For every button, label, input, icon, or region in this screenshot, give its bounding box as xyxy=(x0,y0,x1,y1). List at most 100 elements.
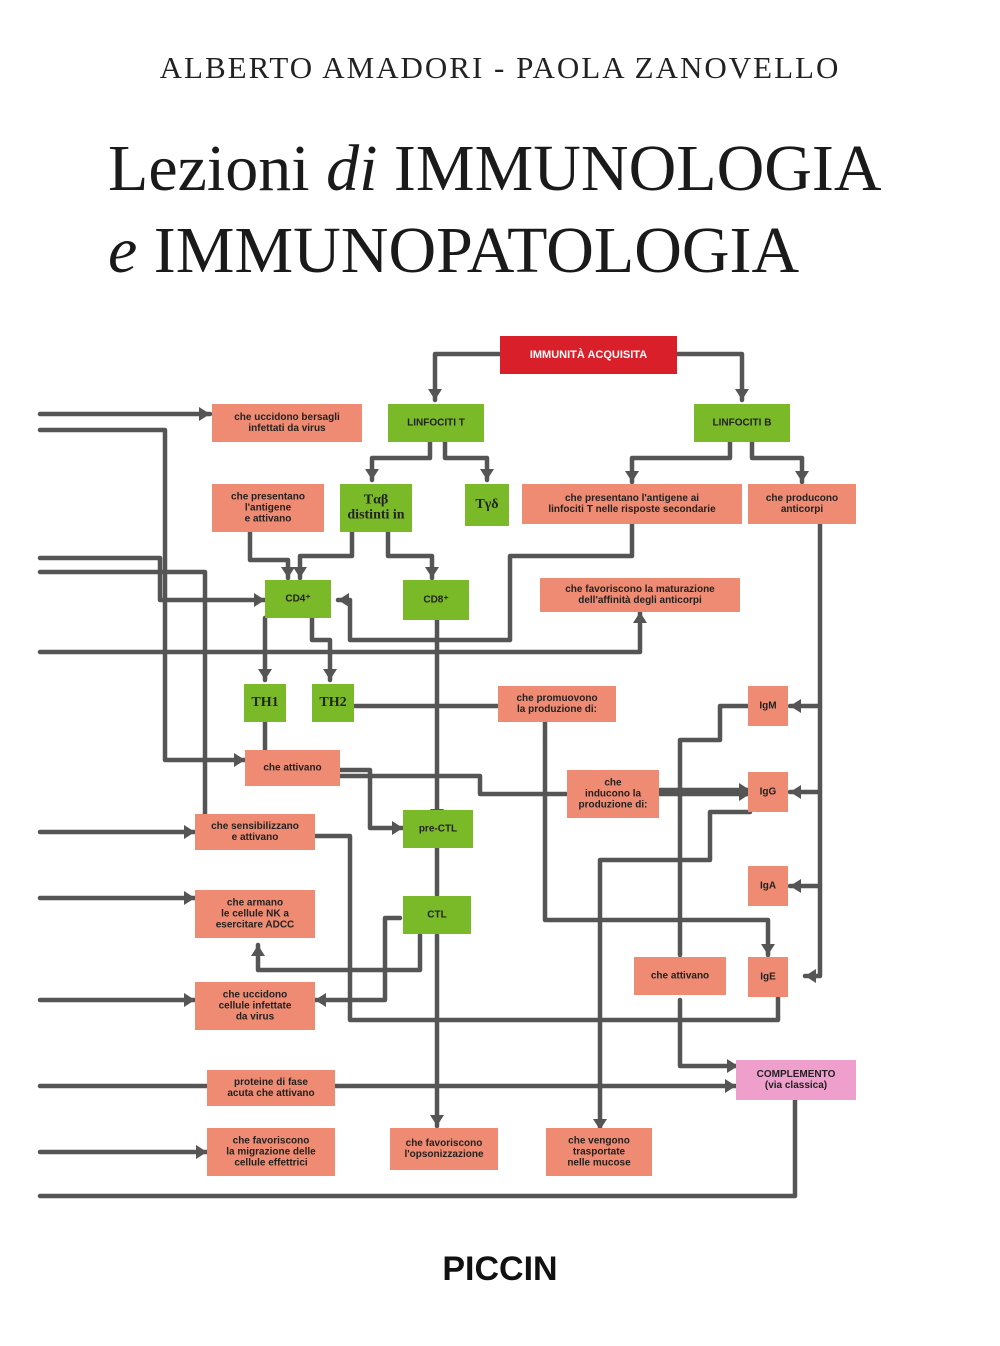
wire-attivano2-to-complemento xyxy=(677,997,741,1069)
wire-ctl-to-armano-arrowhead xyxy=(251,945,265,956)
node-trasportate-label: nelle mucose xyxy=(567,1158,631,1169)
wire-left-to-attivano-arrowhead xyxy=(234,753,245,767)
node-presentano-antigene-b-label: linfociti T nelle risposte secondarie xyxy=(548,504,716,515)
wire-left-to-maturazione xyxy=(37,609,643,655)
node-immunita-acquisita-label: IMMUNITÀ ACQUISITA xyxy=(530,348,647,361)
wire-tab-to-cd4 xyxy=(297,529,355,581)
node-th2: TH2 xyxy=(312,684,354,722)
node-presentano-antigene-label: che presentano xyxy=(231,492,305,503)
diagram-connectors xyxy=(37,351,823,1199)
node-linfociti-t-box xyxy=(388,404,484,442)
wire-b-to-present-arrowhead xyxy=(625,471,639,482)
wire-t-to-tab xyxy=(369,439,433,483)
node-sensibilizzano-label: che sensibilizzano xyxy=(211,821,299,832)
node-t-alpha-beta-label: distinti in xyxy=(347,508,404,523)
node-armano-box xyxy=(195,890,315,938)
wire-inducono-to-igg-arrowhead xyxy=(739,783,750,797)
node-t-gamma-delta-label: Tγδ xyxy=(475,497,498,512)
wire-t-to-tgd xyxy=(442,439,490,483)
title-line-1: Lezioni di IMMUNOLOGIA xyxy=(108,128,988,210)
wire-left-to-uccidono2-arrowhead xyxy=(184,993,195,1007)
node-cd4-label: CD4⁺ xyxy=(285,594,310,605)
node-ige-box xyxy=(748,957,788,997)
node-th2-label: TH2 xyxy=(319,695,346,710)
wire-t-to-tgd-arrowhead xyxy=(480,469,494,480)
wire-left-to-complemento-arrowhead xyxy=(725,1079,736,1093)
title-word-e: e xyxy=(108,214,138,287)
wire-present-b-to-cd4-arrowhead xyxy=(338,593,349,607)
node-uccidono-cellule-label: da virus xyxy=(236,1012,275,1023)
node-cd8: CD8⁺ xyxy=(403,580,469,620)
node-proteine-fase-label: acuta che attivano xyxy=(227,1088,314,1099)
node-uccidono-bersagli-label: che uccidono bersagli xyxy=(234,412,340,423)
node-t-alpha-beta-label: Tαβ xyxy=(364,493,389,508)
node-opsonizzazione-box xyxy=(390,1128,498,1170)
node-inducono-label: inducono la xyxy=(585,789,642,800)
node-maturazione-label: dell'affinità degli anticorpi xyxy=(578,595,702,606)
node-t-alpha-beta-box xyxy=(340,484,412,532)
node-ige: IgE xyxy=(748,957,788,997)
node-linfociti-t: LINFOCITI T xyxy=(388,404,484,442)
wire-root-to-b xyxy=(674,351,745,403)
node-proteine-fase-box xyxy=(207,1070,335,1106)
node-trasportate-label: trasportate xyxy=(573,1147,626,1158)
wire-attivano-to-prectl-arrowhead xyxy=(392,821,403,835)
wire-ctl-to-uccidono2 xyxy=(312,915,403,1003)
wire-spine-to-igm-arrowhead xyxy=(790,699,801,713)
node-attivano-2-label: che attivano xyxy=(651,971,709,982)
node-iga: IgA xyxy=(748,866,788,906)
wire-left-to-sensibilizzano xyxy=(37,569,208,823)
node-opsonizzazione-label: l'opsonizzazione xyxy=(404,1149,483,1160)
node-t-gamma-delta: Tγδ xyxy=(465,484,509,526)
node-th1-label: TH1 xyxy=(251,695,278,710)
node-complemento: COMPLEMENTO(via classica) xyxy=(736,1060,856,1100)
node-presentano-antigene-label: e attivano xyxy=(245,514,292,525)
node-attivano-label: che attivano xyxy=(263,763,321,774)
wire-left-to-armano-arrowhead xyxy=(184,891,195,905)
node-uccidono-cellule-label: che uccidono xyxy=(223,990,287,1001)
node-pre-ctl-label: pre-CTL xyxy=(419,824,457,835)
wire-present-to-cd4 xyxy=(247,529,291,581)
node-promuovono-label: la produzione di: xyxy=(517,704,597,715)
node-sensibilizzano-box xyxy=(195,814,315,850)
wire-attivano2-to-complemento-arrowhead xyxy=(727,1059,738,1073)
wire-left-to-sensibilizzano2-arrowhead xyxy=(184,825,195,839)
node-uccidono-cellule-box xyxy=(195,982,315,1030)
node-pre-ctl: pre-CTL xyxy=(403,810,473,848)
node-igg-label: IgG xyxy=(760,787,777,798)
node-maturazione-label: che favoriscono la maturazione xyxy=(565,584,715,595)
node-producono-anticorpi-label: anticorpi xyxy=(781,504,823,515)
wire-spine-to-iga-arrowhead xyxy=(790,879,801,893)
wire-produce-spine-arrowhead xyxy=(805,969,816,983)
node-th1: TH1 xyxy=(244,684,286,722)
wire-igg-to-trasportate xyxy=(597,809,753,1133)
node-trasportate-box xyxy=(546,1128,652,1176)
wire-promuovono-to-ige xyxy=(542,719,771,958)
node-presentano-antigene-b-box xyxy=(522,484,742,524)
diagram-nodes: IMMUNITÀ ACQUISITA LINFOCITI T LINFOCITI B… xyxy=(195,336,856,1176)
wire-promuovono-to-ige-arrowhead xyxy=(761,944,775,955)
node-cd4: CD4⁺ xyxy=(265,580,331,618)
title-word-immunologia: IMMUNOLOGIA xyxy=(377,132,882,205)
wire-tab-to-cd4-arrowhead xyxy=(293,567,307,578)
node-linfociti-b: LINFOCITI B xyxy=(694,404,790,442)
wire-present-b-to-cd4 xyxy=(335,521,635,643)
authors: ALBERTO AMADORI - PAOLA ZANOVELLO xyxy=(159,50,841,85)
node-attivano: che attivano xyxy=(245,750,340,786)
title-word-lezioni: Lezioni xyxy=(108,132,327,205)
wire-cd4-to-th2 xyxy=(309,615,333,683)
node-producono-anticorpi-label: che producono xyxy=(766,493,838,504)
wire-tab-to-cd8-arrowhead xyxy=(425,567,439,578)
node-inducono-label: che xyxy=(604,778,622,789)
node-complemento-label: (via classica) xyxy=(765,1080,827,1091)
wire-t-to-tab-arrowhead xyxy=(365,469,379,480)
wire-left-to-cd4 xyxy=(37,555,268,603)
wire-root-to-b-arrowhead xyxy=(735,389,749,400)
